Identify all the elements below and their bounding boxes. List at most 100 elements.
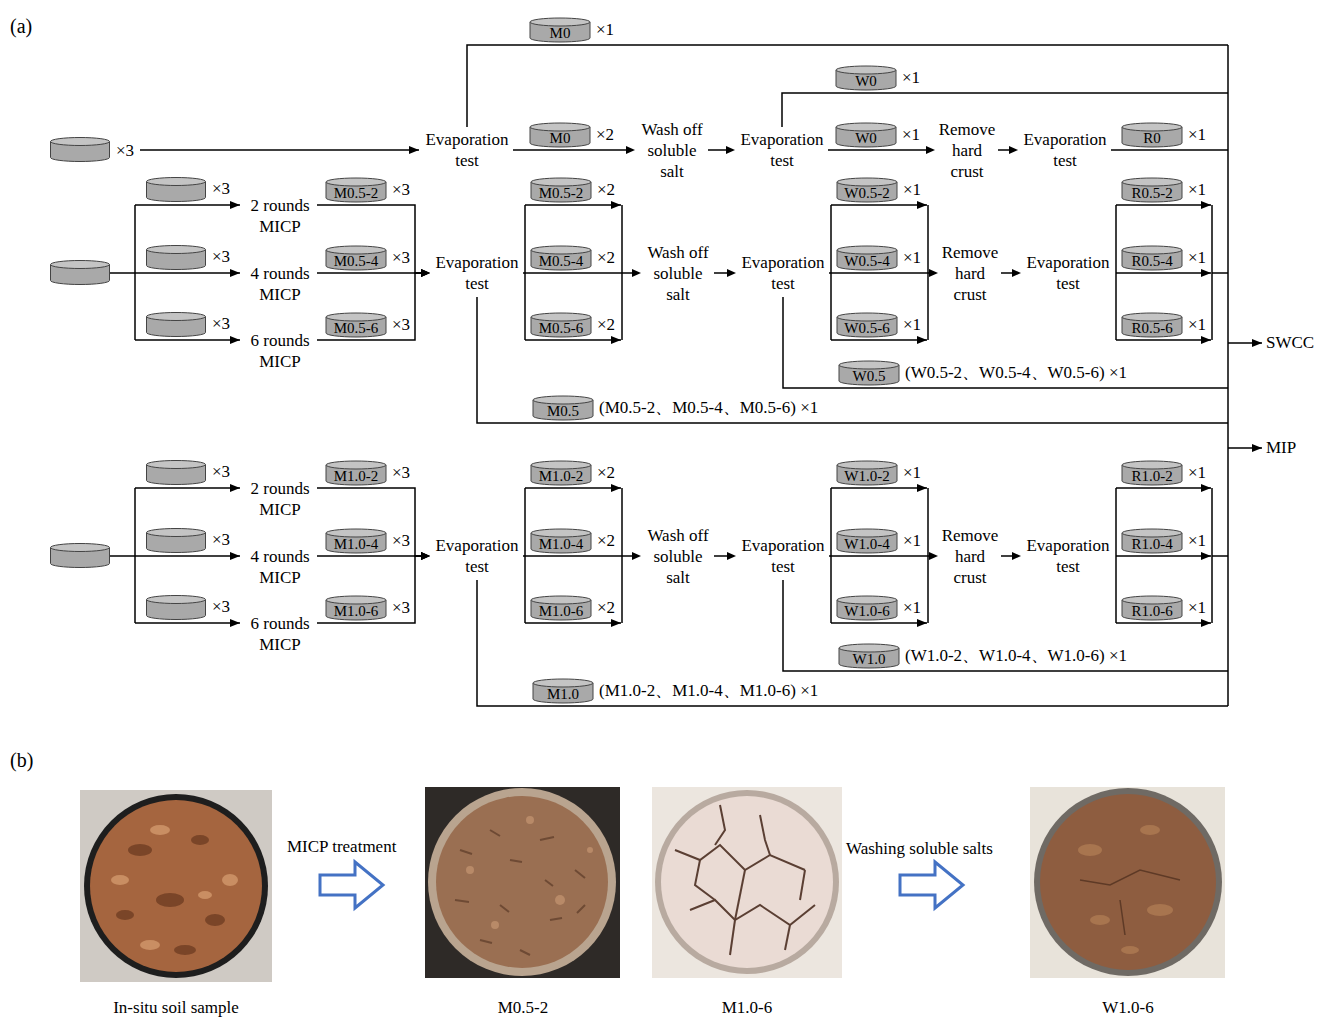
- layout-line: [525, 204, 621, 206]
- cylinder-top: [531, 596, 591, 604]
- layout-ellipse: [205, 914, 225, 926]
- layout-line: [1228, 447, 1262, 449]
- note-label: Washing soluble salts: [846, 838, 993, 859]
- arrow-head: [421, 552, 430, 560]
- cylinder-body: [837, 465, 897, 485]
- arrow-head: [1012, 269, 1021, 277]
- process-step: 4 rounds MICP: [243, 546, 317, 588]
- process-step: Evaporation test: [431, 535, 523, 577]
- sample-cylinder: R0.5-4: [1121, 245, 1183, 271]
- branch-lines-lower: [51, 461, 1229, 707]
- arrow-head: [1009, 146, 1018, 154]
- layout-path: [730, 920, 735, 955]
- sample-label: M0.5: [532, 403, 594, 420]
- sample-cylinder: M0: [529, 17, 591, 43]
- layout-g: [675, 805, 815, 955]
- count-label: ×1: [1188, 314, 1206, 335]
- note-label: ×3: [212, 529, 230, 550]
- note-label: ×3: [212, 246, 230, 267]
- cylinder-top: [531, 461, 591, 469]
- layout-circle: [1040, 794, 1216, 970]
- sample-label: M0: [529, 25, 591, 42]
- step-text: Wash off soluble salt: [642, 525, 714, 588]
- layout-line: [135, 339, 240, 341]
- layout-line: [1116, 204, 1211, 206]
- sample-label: W0.5-2: [836, 185, 898, 202]
- sample-cylinder: W0.5: [838, 360, 900, 386]
- step-text: Evaporation test: [737, 535, 829, 577]
- arrow-head: [726, 146, 735, 154]
- layout-ellipse: [191, 835, 209, 845]
- layout-circle: [428, 788, 616, 976]
- layout-circle: [491, 921, 499, 929]
- process-step: 4 rounds MICP: [243, 263, 317, 305]
- count-label: ×2: [597, 247, 615, 268]
- layout-rect: [652, 787, 842, 978]
- layout-circle: [555, 895, 565, 905]
- cylinder-body: [531, 600, 591, 620]
- arrow-head: [929, 552, 938, 560]
- layout-path: [695, 860, 715, 900]
- sample-cylinder: M1.0-4: [325, 528, 387, 554]
- cylinder-top: [531, 313, 591, 321]
- layout-ellipse: [140, 940, 160, 950]
- sample-cylinder: M1.0-2: [325, 460, 387, 486]
- cylinder-top: [326, 529, 386, 537]
- count-label: ×1: [903, 179, 921, 200]
- process-step: Remove hard crust: [936, 119, 998, 182]
- layout-path: [800, 870, 805, 900]
- flow-arrow: [829, 269, 938, 277]
- process-step: Evaporation test: [1019, 129, 1111, 171]
- process-step: Evaporation test: [421, 129, 513, 171]
- cylinder-body: [837, 600, 897, 620]
- process-step: 2 rounds MICP: [243, 478, 317, 520]
- sample-cylinder: M1.0-6: [325, 595, 387, 621]
- layout-ellipse: [111, 875, 129, 885]
- cylinder-top: [1122, 596, 1182, 604]
- sample-cylinder: M0.5-4: [530, 245, 592, 271]
- layout-circle: [661, 796, 833, 968]
- count-label: ×3: [392, 462, 410, 483]
- step-text: 4 rounds MICP: [243, 263, 317, 305]
- layout-line: [135, 204, 240, 206]
- flow-line: [317, 556, 422, 623]
- count-label: (W1.0-2、W1.0-4、W1.0-6) ×1: [905, 645, 1127, 666]
- sample-label: W1.0-2: [836, 468, 898, 485]
- step-text: 2 rounds MICP: [243, 195, 317, 237]
- sample-cylinder: M0.5-2: [325, 177, 387, 203]
- sample-label: W1.0-4: [836, 536, 898, 553]
- layout-ellipse: [222, 874, 238, 886]
- step-text: Remove hard crust: [939, 242, 1001, 305]
- layout-line: [1116, 272, 1211, 274]
- arrow-head: [421, 269, 430, 277]
- process-step: Wash off soluble salt: [642, 525, 714, 588]
- layout-path: [690, 900, 815, 925]
- sample-cylinder: W1.0-4: [836, 528, 898, 554]
- step-text: Evaporation test: [421, 129, 513, 171]
- process-step: Evaporation test: [1022, 535, 1114, 577]
- cylinder-body: [837, 317, 897, 337]
- sample-label: M1.0-6: [325, 603, 387, 620]
- layout-use: [51, 138, 110, 162]
- layout-line: [1227, 45, 1229, 706]
- layout-path: [715, 805, 725, 845]
- count-label: ×1: [596, 19, 614, 40]
- process-arrow: [320, 862, 383, 908]
- layout-line: [1228, 342, 1262, 344]
- note-label: ×3: [212, 178, 230, 199]
- layout-g: [455, 830, 585, 955]
- note-label: SWCC: [1266, 332, 1314, 353]
- count-label: ×2: [597, 597, 615, 618]
- cylinder-top: [836, 123, 896, 131]
- note-label: ×3: [116, 140, 134, 161]
- sample-cylinder: R0: [1121, 122, 1183, 148]
- process-step: 6 rounds MICP: [243, 330, 317, 372]
- photo-m05-2: [425, 787, 620, 978]
- sample-label: R1.0-2: [1121, 468, 1183, 485]
- cylinder-top: [531, 529, 591, 537]
- flow-arrow: [828, 146, 935, 154]
- branch-lines: [51, 178, 1229, 424]
- layout-line: [831, 339, 927, 341]
- count-label: (W0.5-2、W0.5-4、W0.5-6) ×1: [905, 362, 1127, 383]
